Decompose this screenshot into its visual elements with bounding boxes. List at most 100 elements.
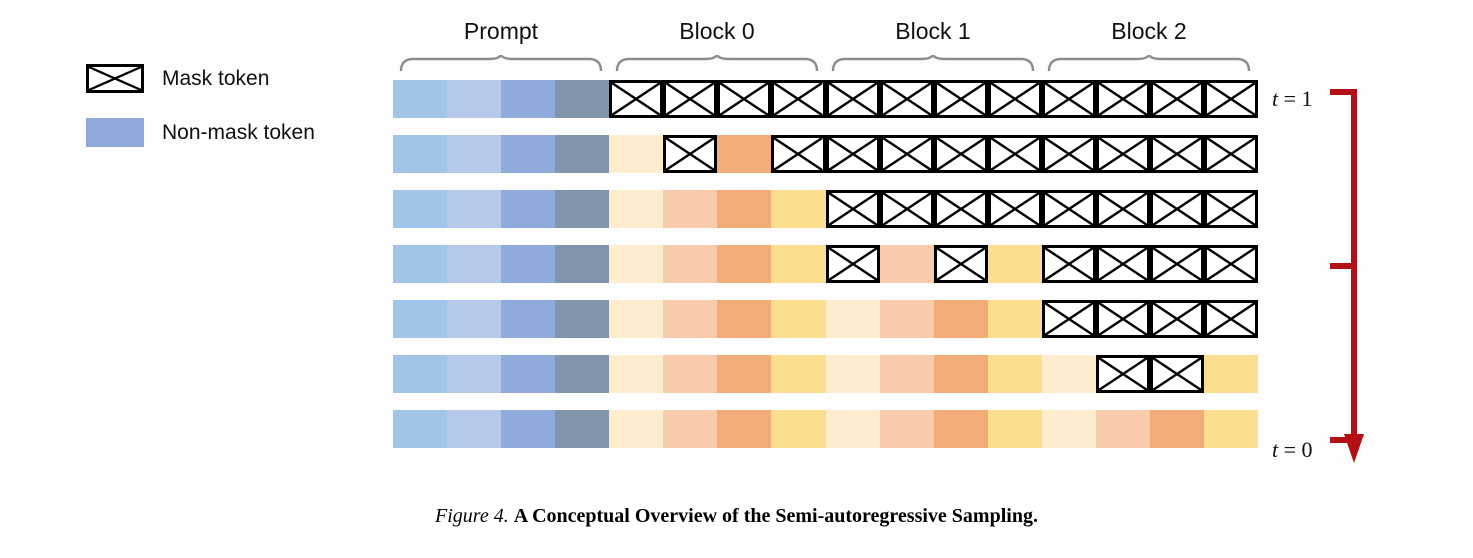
- generated-token-cell: [879, 245, 934, 283]
- mask-token-cell: [1095, 355, 1150, 393]
- generated-token-cell: [663, 300, 718, 338]
- time-arrow: [1329, 78, 1390, 473]
- group-label-prompt: Prompt: [463, 18, 539, 44]
- mask-token-cell: [1149, 190, 1204, 228]
- generated-token-cell: [933, 410, 988, 448]
- generated-token-cell: [987, 300, 1042, 338]
- generated-token-cell: [771, 410, 826, 448]
- token-row: [393, 300, 1258, 338]
- mask-token-cell: [663, 135, 718, 173]
- time-value-bottom: 0: [1301, 437, 1313, 462]
- legend-item-nonmask: Non-mask token: [86, 114, 386, 150]
- group-label-block-1: Block 1: [895, 18, 971, 44]
- mask-token-cell: [1203, 245, 1258, 283]
- generated-token-cell: [771, 355, 826, 393]
- prompt-token-cell: [555, 410, 610, 448]
- brace-block-0: [615, 55, 819, 71]
- generated-token-cell: [879, 355, 934, 393]
- mask-token-cell: [1095, 300, 1150, 338]
- prompt-token-cell: [501, 245, 556, 283]
- prompt-token-cell: [555, 245, 610, 283]
- generated-token-cell: [717, 190, 772, 228]
- prompt-token-cell: [447, 190, 502, 228]
- legend-item-mask: Mask token: [86, 60, 386, 96]
- generated-token-cell: [1041, 355, 1096, 393]
- prompt-token-cell: [501, 80, 556, 118]
- prompt-token-cell: [393, 410, 448, 448]
- brace-prompt: [399, 55, 603, 71]
- generated-token-cell: [987, 410, 1042, 448]
- prompt-token-cell: [555, 355, 610, 393]
- token-row: [393, 410, 1258, 448]
- prompt-token-cell: [393, 135, 448, 173]
- brace-block-1: [831, 55, 1035, 71]
- mask-token-cell: [609, 80, 664, 118]
- mask-token-cell: [933, 80, 988, 118]
- mask-token-cell: [1203, 80, 1258, 118]
- prompt-token-cell: [501, 190, 556, 228]
- mask-token-cell: [1203, 190, 1258, 228]
- mask-token-cell: [1041, 80, 1096, 118]
- generated-token-cell: [663, 355, 718, 393]
- generated-token-cell: [771, 245, 826, 283]
- generated-token-cell: [1149, 410, 1204, 448]
- prompt-token-cell: [393, 245, 448, 283]
- mask-token-cell: [717, 80, 772, 118]
- legend: Mask token Non-mask token: [86, 60, 386, 168]
- figure-caption: Figure 4. A Conceptual Overview of the S…: [0, 505, 1473, 528]
- mask-token-cell: [663, 80, 718, 118]
- mask-token-cell: [1149, 80, 1204, 118]
- generated-token-cell: [1041, 410, 1096, 448]
- generated-token-cell: [1203, 355, 1258, 393]
- mask-token-cell: [1203, 135, 1258, 173]
- mask-token-cell: [1149, 135, 1204, 173]
- time-eq-top: =: [1278, 86, 1302, 111]
- prompt-token-cell: [447, 80, 502, 118]
- prompt-token-cell: [447, 410, 502, 448]
- prompt-token-cell: [447, 245, 502, 283]
- prompt-token-cell: [555, 135, 610, 173]
- generated-token-cell: [825, 300, 880, 338]
- mask-token-cell: [1149, 245, 1204, 283]
- token-row: [393, 190, 1258, 228]
- mask-token-cell: [825, 190, 880, 228]
- mask-token-cell: [825, 80, 880, 118]
- time-label-top: t = 1: [1272, 86, 1313, 112]
- generated-token-cell: [987, 355, 1042, 393]
- mask-token-cell: [771, 135, 826, 173]
- prompt-token-cell: [393, 355, 448, 393]
- mask-token-cell: [1095, 245, 1150, 283]
- token-row: [393, 135, 1258, 173]
- mask-token-cell: [1041, 245, 1096, 283]
- mask-token-cell: [933, 190, 988, 228]
- generated-token-cell: [717, 410, 772, 448]
- mask-token-cell: [1041, 190, 1096, 228]
- generated-token-cell: [933, 300, 988, 338]
- time-eq-bottom: =: [1278, 437, 1302, 462]
- prompt-token-cell: [393, 300, 448, 338]
- generated-token-cell: [663, 410, 718, 448]
- prompt-token-cell: [501, 300, 556, 338]
- generated-token-cell: [609, 190, 664, 228]
- mask-token-cell: [825, 245, 880, 283]
- generated-token-cell: [825, 410, 880, 448]
- prompt-token-cell: [501, 135, 556, 173]
- time-value-top: 1: [1301, 86, 1313, 111]
- generated-token-cell: [609, 135, 664, 173]
- mask-token-cell: [879, 135, 934, 173]
- legend-label-mask: Mask token: [162, 66, 270, 90]
- mask-token-cell: [879, 80, 934, 118]
- mask-token-cell: [1095, 135, 1150, 173]
- generated-token-cell: [609, 355, 664, 393]
- mask-token-cell: [1095, 80, 1150, 118]
- mask-token-icon: [86, 63, 144, 93]
- generated-token-cell: [609, 410, 664, 448]
- generated-token-cell: [663, 245, 718, 283]
- mask-token-cell: [1149, 355, 1204, 393]
- generated-token-cell: [879, 410, 934, 448]
- mask-token-cell: [1041, 135, 1096, 173]
- generated-token-cell: [717, 355, 772, 393]
- prompt-token-cell: [393, 80, 448, 118]
- prompt-token-cell: [501, 355, 556, 393]
- generated-token-cell: [771, 190, 826, 228]
